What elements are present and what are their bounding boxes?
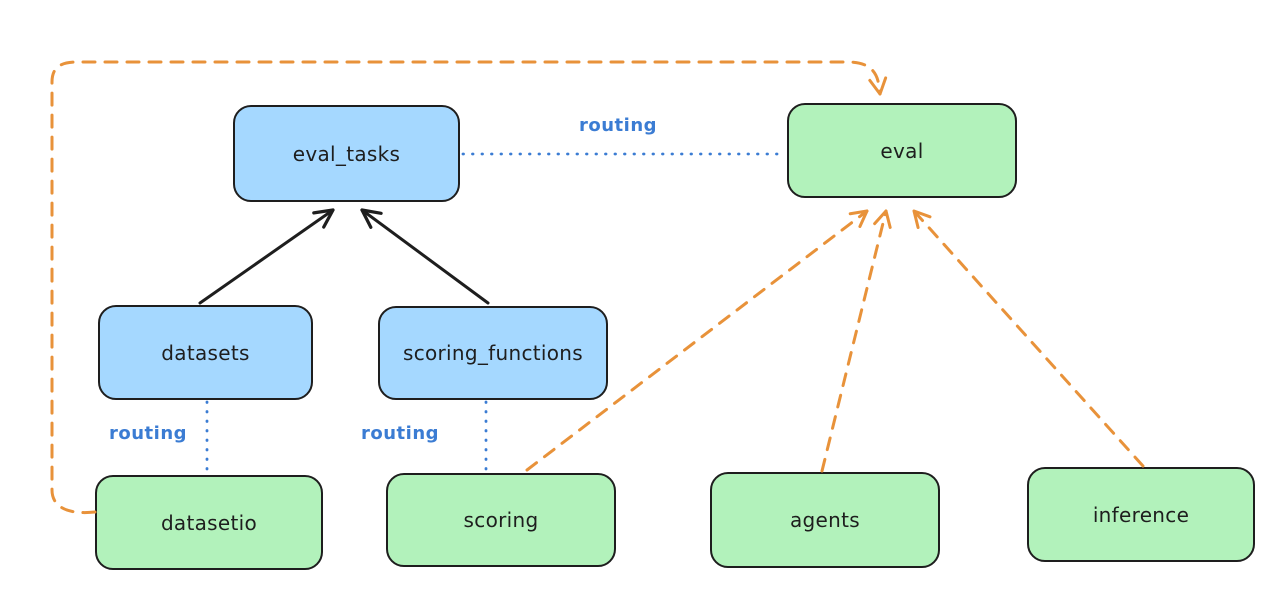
node-eval-label: eval: [880, 138, 924, 163]
edge-datasetio-to-eval: [50, 60, 888, 515]
node-scoring_functions: scoring_functions: [378, 306, 608, 400]
node-eval: eval: [787, 103, 1017, 198]
node-eval_tasks: eval_tasks: [233, 105, 460, 202]
node-datasetio-label: datasetio: [160, 510, 258, 535]
edge-scoring_functions-to-eval_tasks: [360, 208, 490, 305]
node-inference: inference: [1027, 467, 1255, 562]
node-datasets-label: datasets: [161, 340, 250, 365]
node-scoring: scoring: [386, 473, 616, 567]
node-datasetio: datasetio: [95, 475, 323, 570]
node-agents-label: agents: [790, 508, 860, 532]
edge-label-scoring_functions-scoring: routing: [360, 423, 440, 444]
node-eval_tasks-label: eval_tasks: [292, 141, 401, 166]
node-datasets: datasets: [98, 305, 313, 400]
node-scoring_functions-label: scoring_functions: [402, 341, 584, 365]
edge-agents-to-eval: [820, 209, 892, 473]
edge-inference-to-eval: [912, 209, 1145, 468]
edge-datasets-to-eval_tasks: [198, 208, 335, 305]
node-scoring-label: scoring: [463, 508, 539, 532]
node-inference-label: inference: [1092, 502, 1190, 527]
edge-label-datasets-datasetio: routing: [108, 423, 188, 444]
edge-label-eval_tasks-eval: routing: [578, 115, 658, 136]
node-agents: agents: [710, 472, 940, 568]
